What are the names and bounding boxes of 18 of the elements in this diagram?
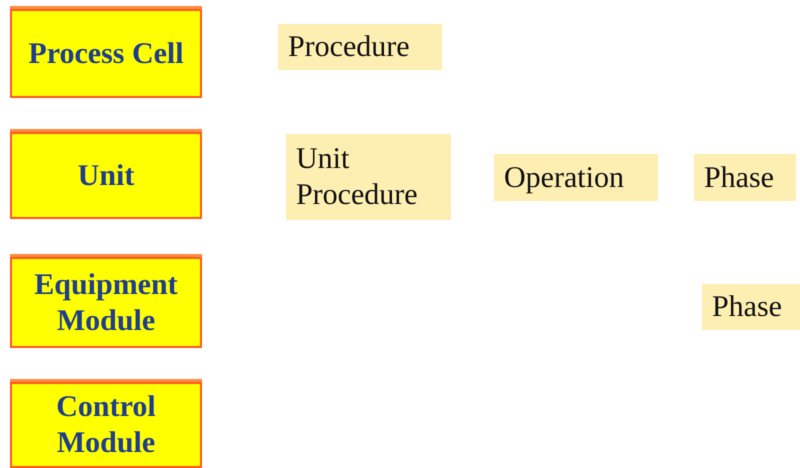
equipment-box [10,257,202,348]
box-label: Control Module [55,389,157,461]
box-label: Unit [78,158,134,194]
box-label: Procedure [288,29,410,65]
equipment-box [10,132,202,219]
equipment-box [10,9,202,98]
box-label: Phase [712,289,782,325]
procedure-box [702,284,800,330]
box-label: Equipment Module [33,266,179,338]
procedure-box [694,154,796,201]
procedure-box [286,134,451,220]
procedure-box [278,24,442,70]
box-label: Unit Procedure [296,141,419,213]
procedure-box [494,154,658,201]
box-label: Phase [704,160,774,196]
box-label: Operation [504,160,624,196]
box-label: Process Cell [28,36,184,72]
equipment-box [10,382,202,468]
